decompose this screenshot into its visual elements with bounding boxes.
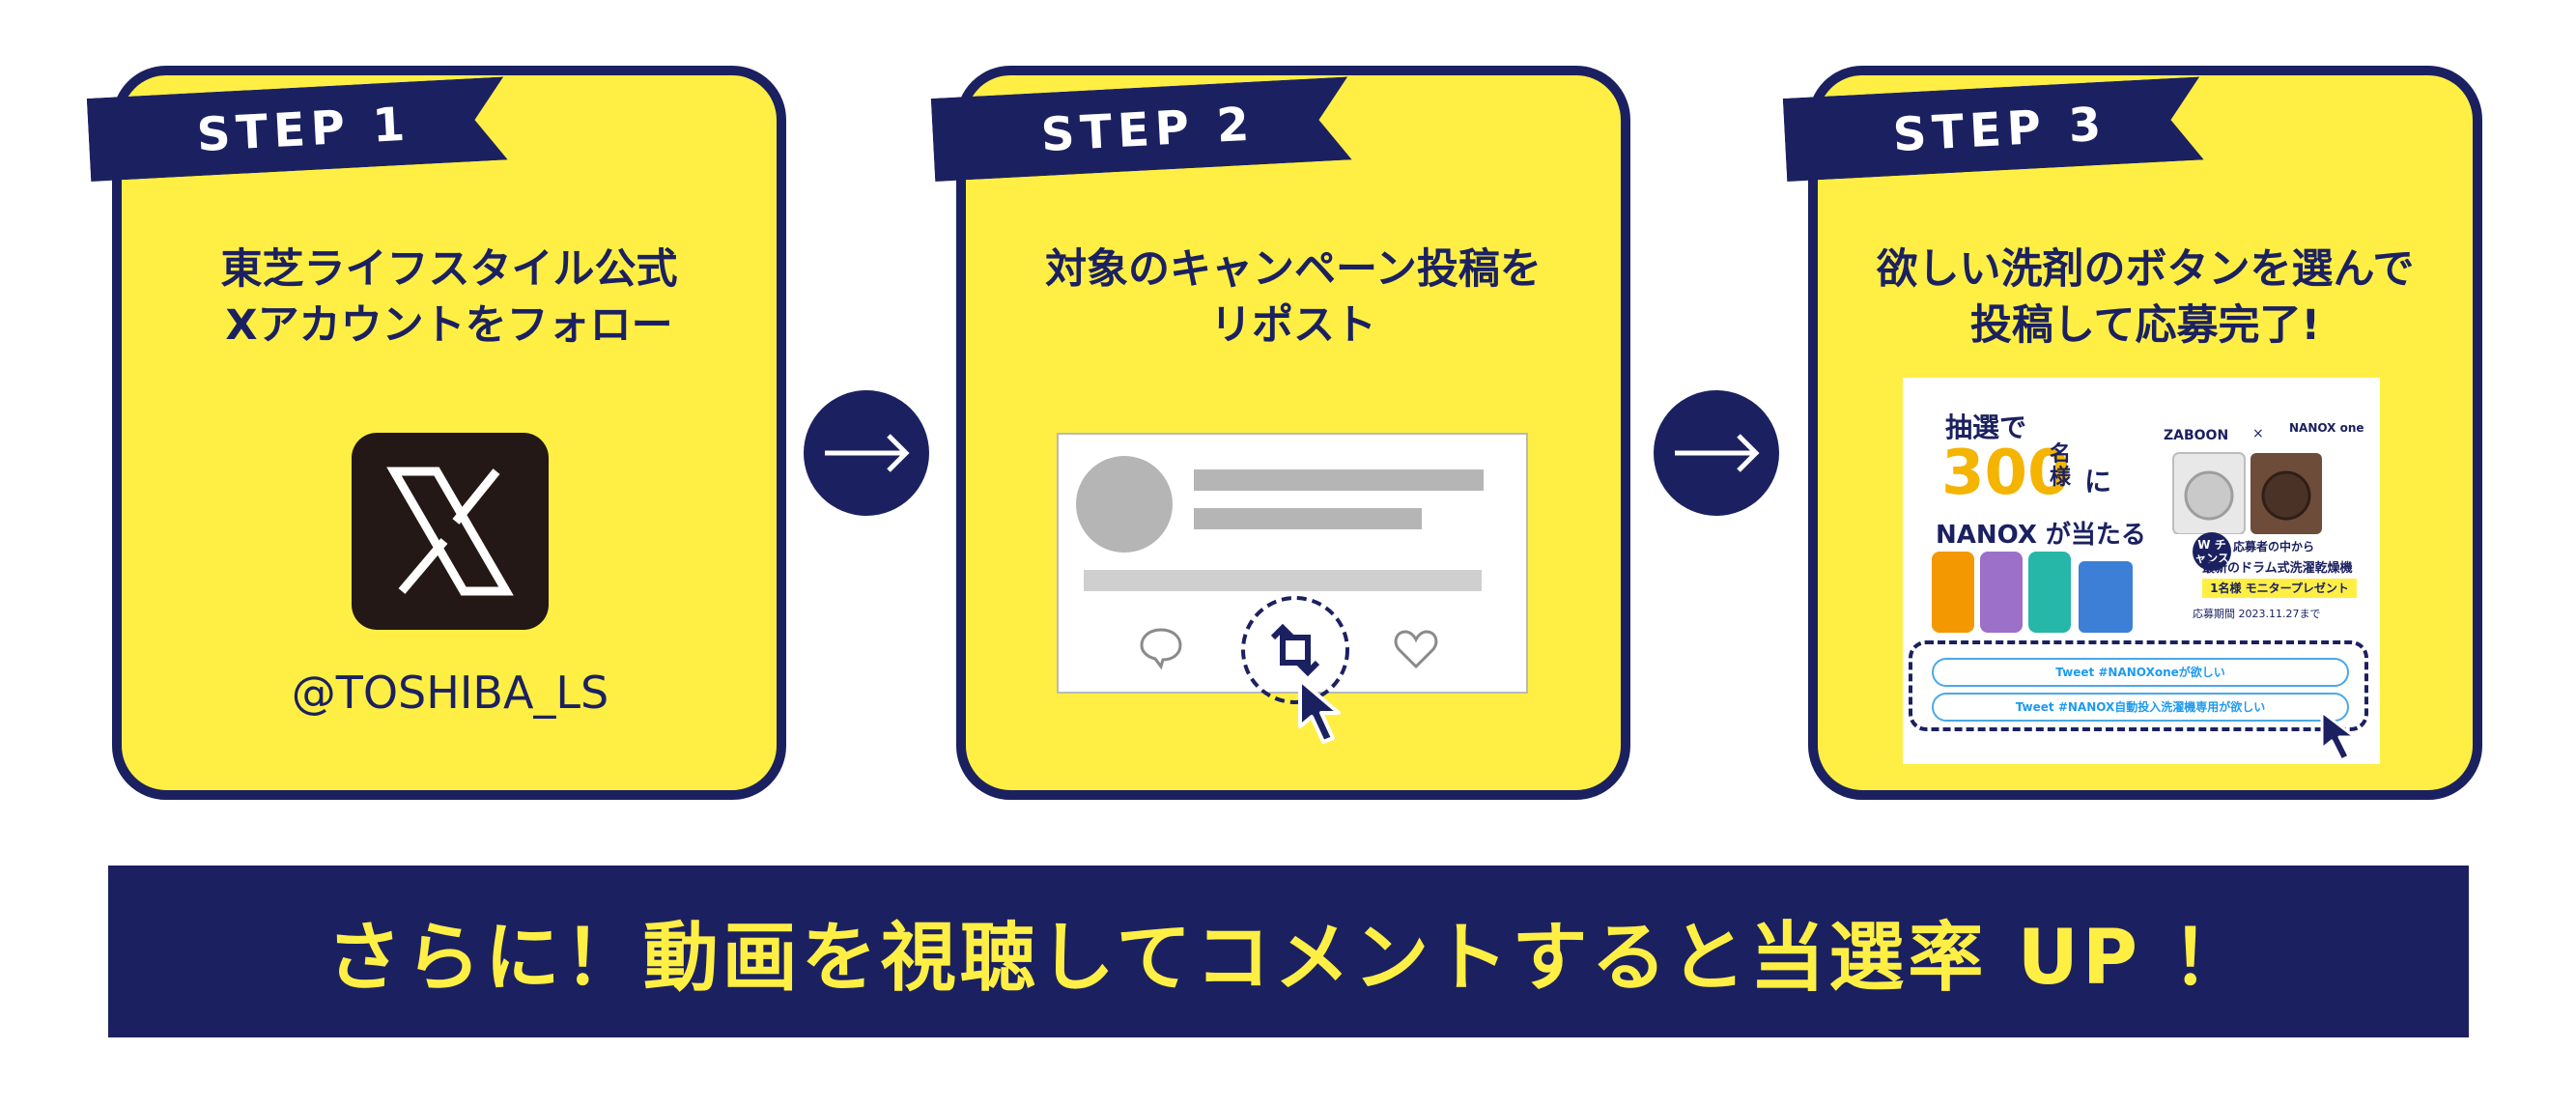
banner-deadline: 応募期間 2023.11.27まで <box>2193 608 2321 620</box>
step1-ribbon: STEP 1 <box>86 76 508 182</box>
step3-ribbon: STEP 3 <box>1782 76 2204 182</box>
step2-text: 対象のキャンペーン投稿を リポスト <box>1045 245 1542 350</box>
banner-cross: × <box>2252 426 2264 441</box>
banner-drum: 最新のドラム式洗濯乾燥機 <box>2202 561 2353 576</box>
banner-nanox-brand: NANOX one <box>2289 421 2364 435</box>
reply-icon[interactable] <box>1138 626 1184 670</box>
step3-text: 欲しい洗剤のボタンを選んで 投稿して応募完了! <box>1876 245 2415 350</box>
step2-label: STEP 2 <box>1039 97 1257 163</box>
repost-icon[interactable] <box>1238 593 1352 707</box>
tweet-nanox-auto-button[interactable]: Tweet #NANOX自動投入洗濯機専用が欲しい <box>1932 693 2349 722</box>
x-logo-icon <box>352 433 549 630</box>
step3-label: STEP 3 <box>1891 97 2109 163</box>
step2-ribbon: STEP 2 <box>930 76 1352 182</box>
cursor-icon <box>1296 676 1354 748</box>
campaign-banner: 抽選で 300 名様 に NANOX が当たる! ZABOON × NANOX … <box>1912 401 2370 633</box>
washing-machine-icon <box>2172 452 2322 534</box>
step1-text: 東芝ライフスタイル公式 Xアカウントをフォロー <box>220 245 678 350</box>
detergent-bottles-icon <box>1932 552 2133 633</box>
banner-lottery: 抽選で <box>1945 412 2027 443</box>
banner-apply-from: 応募者の中から <box>2233 540 2315 554</box>
banner-w-chance: W チャンス <box>2193 532 2231 571</box>
banner-ni: に <box>2084 466 2112 497</box>
arrow-right-icon <box>804 390 929 516</box>
banner-count: 300 <box>1941 438 2071 509</box>
like-icon[interactable] <box>1393 628 1439 670</box>
bottom-message-bar: さらに！動画を視聴してコメントすると当選率 UP ！ <box>108 866 2469 1037</box>
banner-prize: NANOX が当たる! <box>1936 521 2158 550</box>
tweet-nanoxone-button[interactable]: Tweet #NANOXoneが欲しい <box>1932 658 2349 687</box>
step1-label: STEP 1 <box>195 97 412 163</box>
banner-zaboon: ZABOON <box>2164 428 2229 443</box>
banner-unit: 名様 <box>2050 442 2072 490</box>
x-handle: @TOSHIBA_LS <box>291 667 609 719</box>
tweet-buttons-group <box>1909 640 2368 731</box>
bottom-message: さらに！動画を視聴してコメントすると当選率 UP ！ <box>326 915 2251 1002</box>
cursor-icon <box>2318 708 2372 764</box>
arrow-right-icon <box>1654 390 1779 516</box>
tweet-mockup <box>1057 433 1528 694</box>
avatar-placeholder <box>1076 456 1173 553</box>
banner-present: 1名様 モニタープレゼント <box>2202 579 2357 598</box>
campaign-banner-frame: 抽選で 300 名様 に NANOX が当たる! ZABOON × NANOX … <box>1903 378 2380 764</box>
